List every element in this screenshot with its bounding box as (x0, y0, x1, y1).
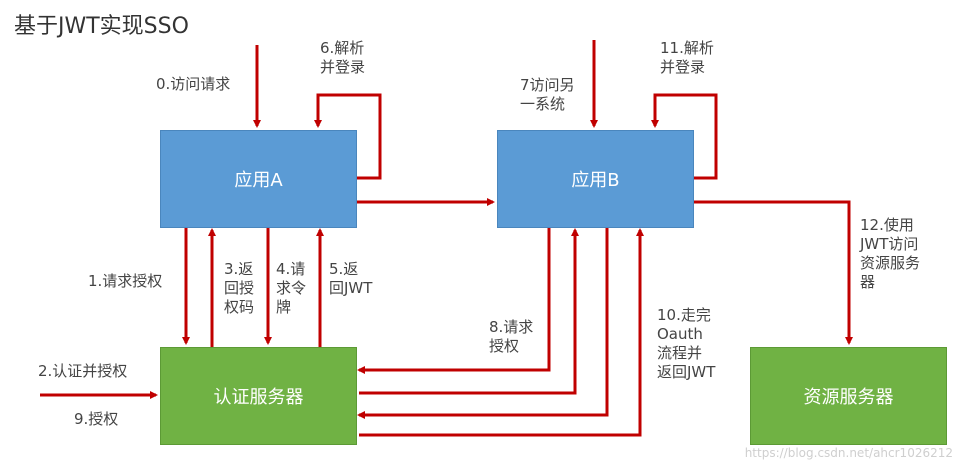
arrow-b-to-auth (357, 226, 609, 419)
app-b-label: 应用B (571, 170, 620, 191)
diagram-title: 基于JWT实现SSO (14, 14, 189, 39)
app-b-box: 应用B (497, 130, 694, 228)
step-6-label: 6.解析 并登录 (320, 39, 366, 76)
arrow-auth-to-b-1 (359, 228, 579, 395)
app-a-box: 应用A (160, 130, 357, 228)
app-a-label: 应用A (234, 170, 283, 191)
step-11-label: 11.解析 并登录 (660, 39, 714, 76)
step-3-label: 3.返 回授 权码 (224, 260, 255, 316)
arrow-step-8 (357, 226, 551, 374)
auth-server-box: 认证服务器 (160, 347, 357, 445)
step-4-label: 4.请 求令 牌 (276, 260, 307, 316)
auth-server-label: 认证服务器 (213, 387, 304, 408)
step-9-label: 9.授权 (74, 410, 119, 428)
step-7-label: 7访问另 一系统 (520, 76, 575, 113)
arrow-step-12 (692, 200, 853, 345)
step-2-label: 2.认证并授权 (38, 362, 128, 380)
step-0-label: 0.访问请求 (156, 75, 231, 93)
step-1-label: 1.请求授权 (88, 272, 163, 290)
step-5-label: 5.返 回JWT (329, 260, 373, 297)
resource-server-label: 资源服务器 (803, 387, 894, 408)
resource-server-box: 资源服务器 (750, 347, 947, 445)
watermark-text: https://blog.csdn.net/ahcr1026212 (744, 446, 953, 460)
arrow-step-10 (359, 228, 644, 437)
step-12-label: 12.使用 JWT访问 资源服务 器 (860, 216, 921, 291)
step-10-label: 10.走完 Oauth 流程并 返回JWT (657, 306, 716, 381)
arrow-step-6 (314, 93, 382, 180)
arrow-step-11 (651, 93, 718, 180)
step-8-label: 8.请求 授权 (489, 318, 534, 355)
